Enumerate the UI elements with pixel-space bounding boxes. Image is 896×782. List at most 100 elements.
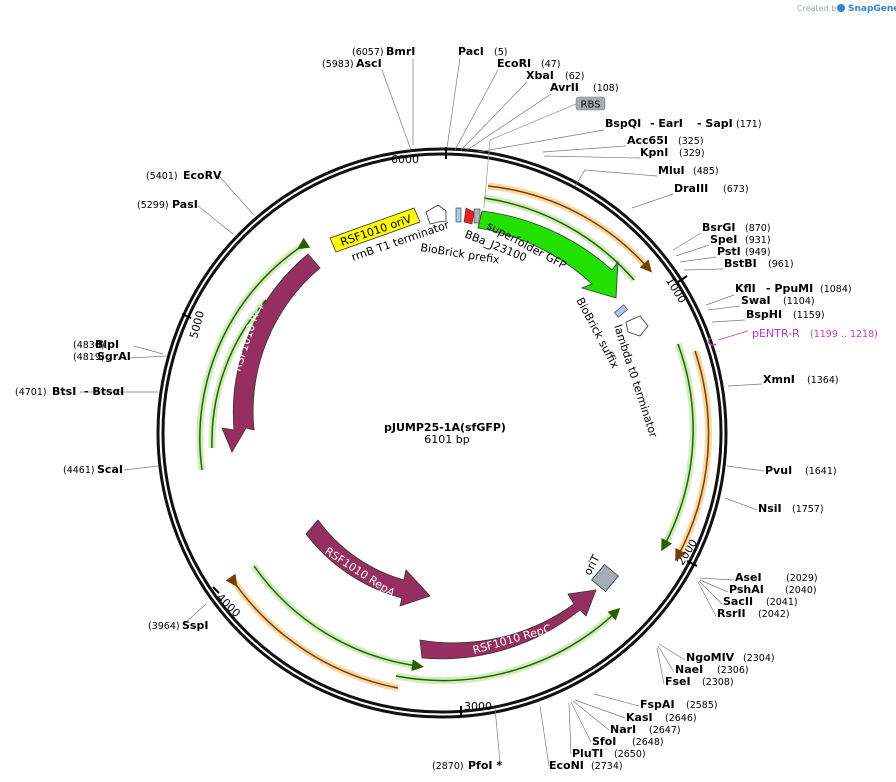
site-kfli[interactable]: KflI bbox=[735, 282, 756, 295]
credit-prefix: Created by bbox=[797, 4, 841, 13]
primer-range: (1199 .. 1218) bbox=[810, 329, 878, 340]
site-ppumi[interactable]: - PpuMI bbox=[766, 282, 813, 295]
rbs-box[interactable] bbox=[473, 208, 481, 224]
site-bstbi[interactable]: BstBI bbox=[724, 257, 757, 270]
lambda-terminator-arrow[interactable] bbox=[625, 315, 649, 337]
site-fsei[interactable]: FseI bbox=[665, 675, 691, 688]
feature-lambda-label: lambda t0 terminator bbox=[611, 323, 660, 440]
site-position: (2646) bbox=[665, 713, 697, 724]
site-scai[interactable]: ScaI bbox=[97, 463, 123, 476]
site-leader bbox=[726, 465, 765, 472]
site-leader bbox=[218, 175, 254, 215]
site-xmni[interactable]: XmnI bbox=[763, 373, 795, 386]
site-position: (870) bbox=[745, 223, 771, 234]
site-bmri[interactable]: BmrI bbox=[386, 45, 415, 58]
site-econi[interactable]: EcoNI bbox=[549, 759, 584, 772]
site-leader bbox=[543, 155, 641, 159]
site-xbai[interactable]: XbaI bbox=[526, 69, 554, 82]
site-leader bbox=[683, 268, 724, 271]
site-leader bbox=[697, 581, 717, 617]
bba-j23100-promoter[interactable] bbox=[463, 207, 475, 225]
site-leader bbox=[657, 645, 675, 673]
site-ngomiv[interactable]: NgoMIV bbox=[686, 651, 735, 664]
site-leader bbox=[574, 169, 658, 187]
site-position: (1084) bbox=[820, 284, 852, 295]
biobrick-prefix-box[interactable] bbox=[455, 207, 462, 223]
site-blpi[interactable]: BlpI bbox=[95, 338, 119, 351]
backbone bbox=[156, 147, 728, 719]
site-draiii[interactable]: DraIII bbox=[674, 182, 708, 195]
site-fspai[interactable]: FspAI bbox=[640, 698, 675, 711]
primer-name[interactable]: pENTR-R bbox=[752, 327, 800, 340]
biobrick-suffix-box[interactable] bbox=[614, 304, 628, 318]
feature-orit[interactable]: oriT bbox=[581, 552, 619, 593]
tick-label-4000: 4000 bbox=[214, 591, 243, 620]
site-ecori[interactable]: EcoRI bbox=[497, 57, 531, 70]
site-btsi[interactable]: BtsI bbox=[52, 385, 76, 398]
rrnb-terminator-arrow[interactable] bbox=[425, 204, 447, 225]
site-paci[interactable]: PacI bbox=[458, 45, 484, 58]
site-leader bbox=[727, 383, 763, 387]
site-eari[interactable]: - EarI bbox=[650, 117, 683, 130]
tick-label-6000: 6000 bbox=[391, 153, 419, 166]
svg-text:RSF1010 RepA: RSF1010 RepA bbox=[322, 545, 397, 600]
site-bspqi[interactable]: BspQI bbox=[605, 117, 641, 130]
site-acc65i[interactable]: Acc65I bbox=[627, 134, 668, 147]
site-kasi[interactable]: KasI bbox=[626, 711, 653, 724]
primer-mark bbox=[708, 337, 717, 346]
site-bsphi[interactable]: BspHI bbox=[746, 308, 782, 321]
site-position: (2304) bbox=[743, 653, 775, 664]
site-sgrai[interactable]: SgrAI bbox=[97, 350, 131, 363]
site-naei[interactable]: NaeI bbox=[675, 663, 703, 676]
site-leader bbox=[197, 205, 234, 235]
site-nari[interactable]: NarI bbox=[610, 723, 636, 736]
site-sfoi[interactable]: SfoI bbox=[592, 735, 616, 748]
site-asei[interactable]: AseI bbox=[735, 571, 762, 584]
site-leader bbox=[123, 465, 159, 471]
site-position: (2585) bbox=[686, 700, 718, 711]
site-leader bbox=[656, 647, 665, 685]
site-leader bbox=[460, 81, 528, 151]
site-leader bbox=[572, 700, 610, 731]
site-leader bbox=[129, 355, 167, 359]
site-asci[interactable]: AscI bbox=[356, 57, 382, 70]
site-nsii[interactable]: NsiI bbox=[758, 502, 782, 515]
site-position: (2650) bbox=[614, 749, 646, 760]
site-sacii[interactable]: SacII bbox=[723, 595, 753, 608]
feature-rsf1010-repa[interactable]: RSF1010 RepA bbox=[305, 519, 431, 607]
site-spei[interactable]: SpeI bbox=[710, 233, 737, 246]
site-pluti[interactable]: PluTI bbox=[572, 747, 603, 760]
site-leader bbox=[542, 145, 627, 153]
site-pshai[interactable]: PshAI bbox=[729, 583, 764, 596]
site-leader bbox=[679, 256, 717, 263]
site-position: (673) bbox=[723, 184, 749, 195]
credit-brand[interactable]: SnapGene bbox=[848, 4, 896, 14]
site-mlui[interactable]: MluI bbox=[658, 164, 685, 177]
site-swai[interactable]: SwaI bbox=[741, 294, 771, 307]
site-position: (325) bbox=[678, 136, 704, 147]
site-position: (4830) bbox=[73, 340, 105, 351]
site-rsrii[interactable]: RsrII bbox=[717, 607, 746, 620]
rbs-label: RBS bbox=[483, 96, 606, 209]
tick-label-3000: 3000 bbox=[464, 700, 492, 713]
site-pasi[interactable]: PasI bbox=[172, 198, 198, 211]
site-sapi[interactable]: - SapI bbox=[697, 117, 733, 130]
site-position: (2042) bbox=[758, 609, 790, 620]
site-psti[interactable]: PstI bbox=[717, 245, 741, 258]
site-bts-i[interactable]: - BtsαI bbox=[84, 385, 124, 398]
orf-arcs bbox=[196, 182, 712, 692]
site-pfoi[interactable]: PfoI * bbox=[468, 759, 502, 772]
site-position: (931) bbox=[745, 235, 771, 246]
site-ecorv[interactable]: EcoRV bbox=[183, 169, 222, 182]
site-sspi[interactable]: SspI bbox=[182, 619, 208, 632]
site-bsrgi[interactable]: BsrGI bbox=[702, 221, 735, 234]
site-kpni[interactable]: KpnI bbox=[640, 146, 668, 159]
site-position: (2041) bbox=[766, 597, 798, 608]
site-position: (2029) bbox=[786, 573, 818, 584]
svg-text:RBS: RBS bbox=[581, 100, 601, 111]
feature-rsf1010-repb[interactable]: RSF1010 RepB bbox=[221, 253, 321, 453]
site-position: (2734) bbox=[591, 761, 623, 772]
site-avrii[interactable]: AvrII bbox=[550, 81, 579, 94]
site-position: (2040) bbox=[785, 585, 817, 596]
site-pvui[interactable]: PvuI bbox=[765, 464, 792, 477]
